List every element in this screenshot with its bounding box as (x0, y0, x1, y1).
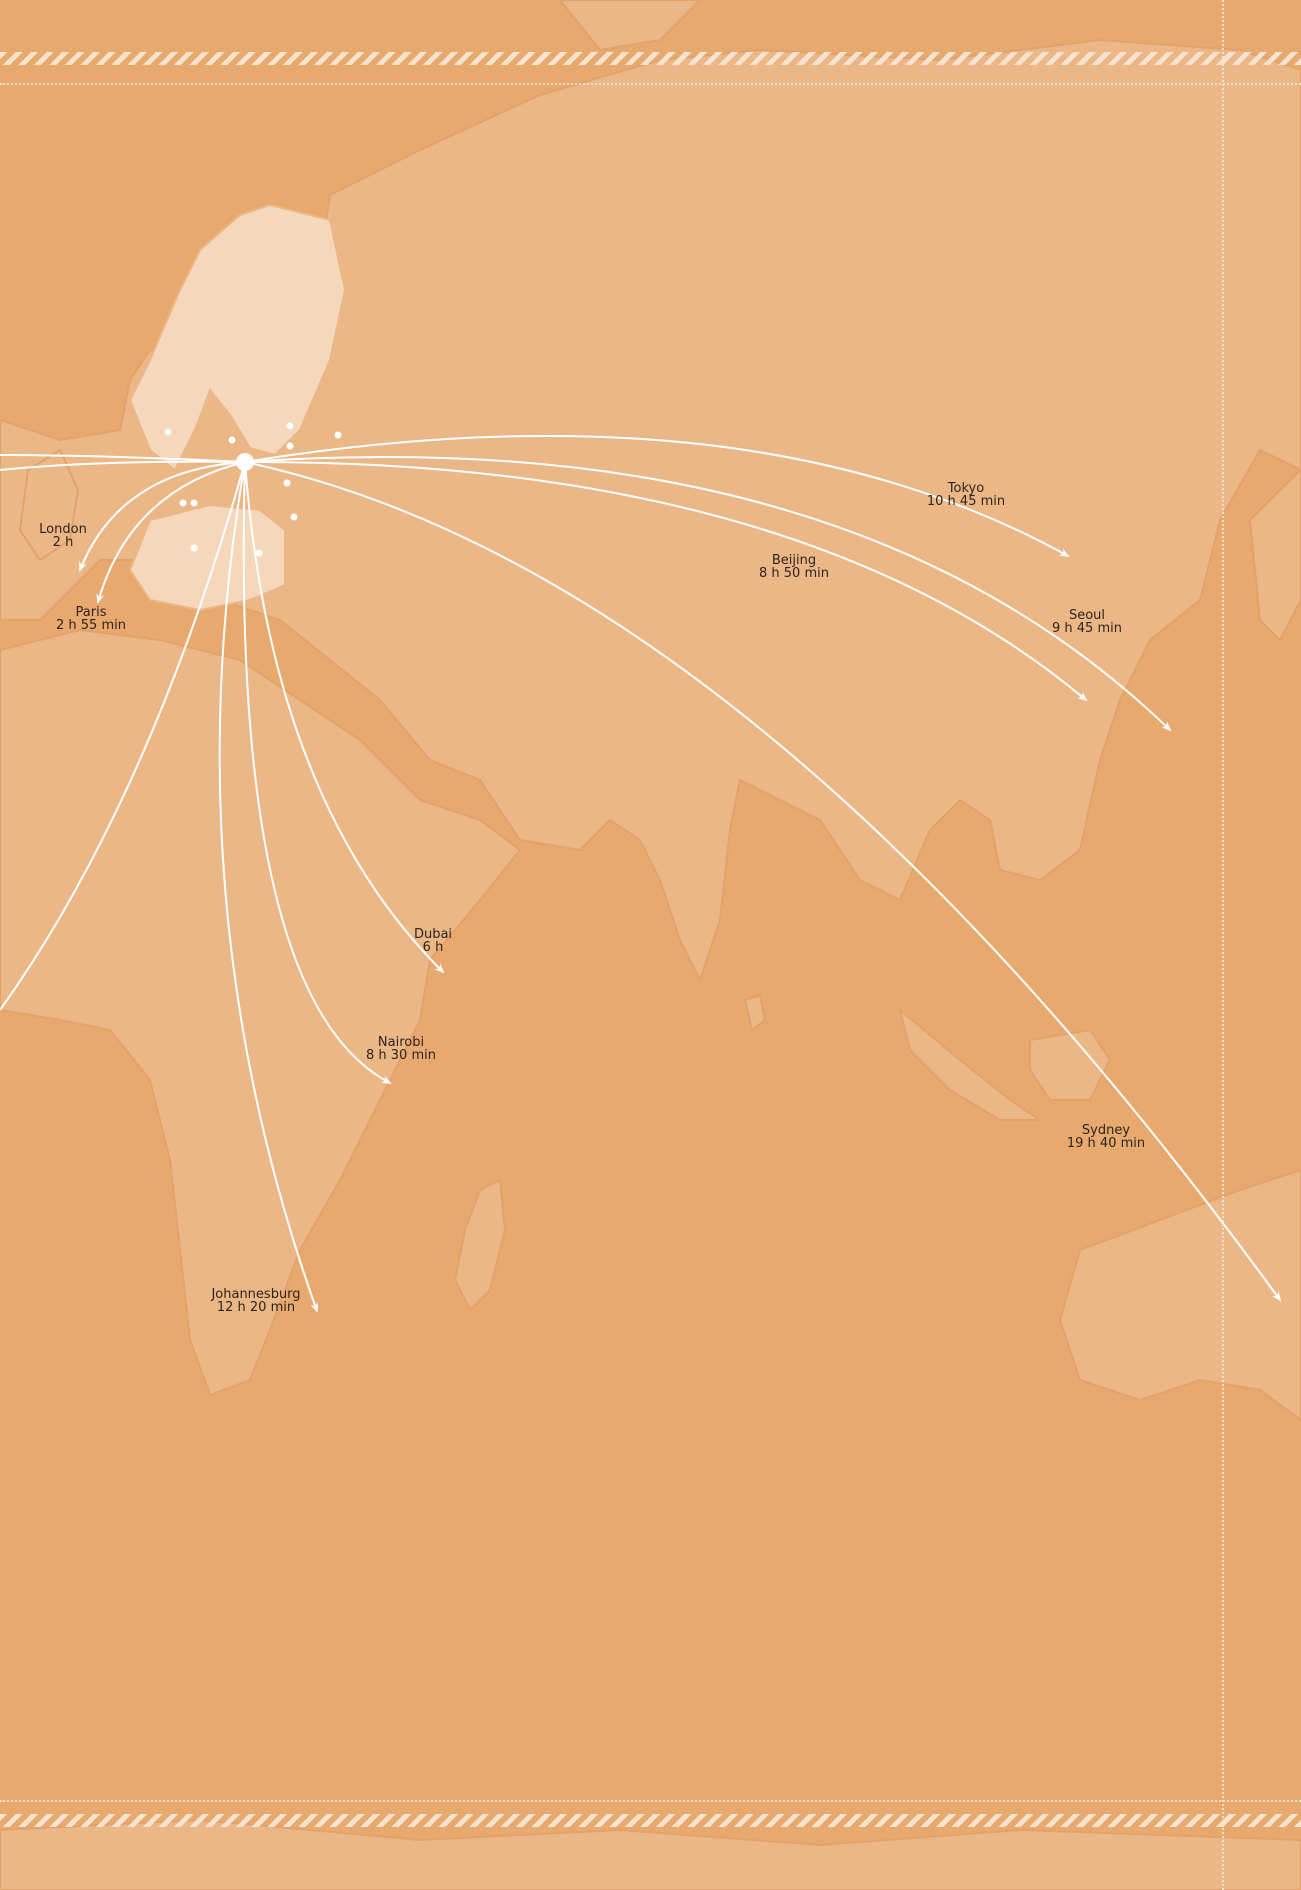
scandinavia (128, 203, 347, 472)
route-dubai (244, 461, 445, 974)
north-polar-land (558, 0, 702, 52)
bottom-dotted-rule (0, 1800, 1301, 1802)
highlighted-region (128, 203, 347, 612)
route-london (79, 461, 246, 572)
route-west-b (0, 460, 246, 471)
australia (1058, 1168, 1301, 1422)
route-seoul (244, 456, 1172, 732)
route-sydney (244, 461, 1282, 1302)
uk (18, 448, 80, 562)
bottom-stripe-band (0, 1814, 1301, 1827)
route-paris (96, 461, 246, 604)
route-johannesburg (218, 461, 319, 1313)
africa (0, 628, 522, 1397)
right-dotted-rule (1222, 0, 1224, 1890)
indonesia (898, 1007, 1044, 1121)
route-southwest (0, 461, 246, 1011)
germany-poland (128, 503, 286, 612)
route-west-a (0, 454, 246, 463)
city-dots (164, 422, 342, 557)
japan (1248, 468, 1301, 642)
route-beijing (244, 460, 1088, 702)
sri-lanka (743, 993, 767, 1032)
top-stripe-band (0, 52, 1301, 65)
hub-marker (236, 453, 254, 471)
bottom-strip-land (0, 1818, 1301, 1890)
route-nairobi (242, 461, 392, 1084)
flight-routes (0, 435, 1282, 1313)
route-tokyo (244, 435, 1070, 557)
borneo (1029, 1028, 1112, 1101)
top-dotted-rule (0, 83, 1301, 85)
madagascar (453, 1178, 507, 1312)
